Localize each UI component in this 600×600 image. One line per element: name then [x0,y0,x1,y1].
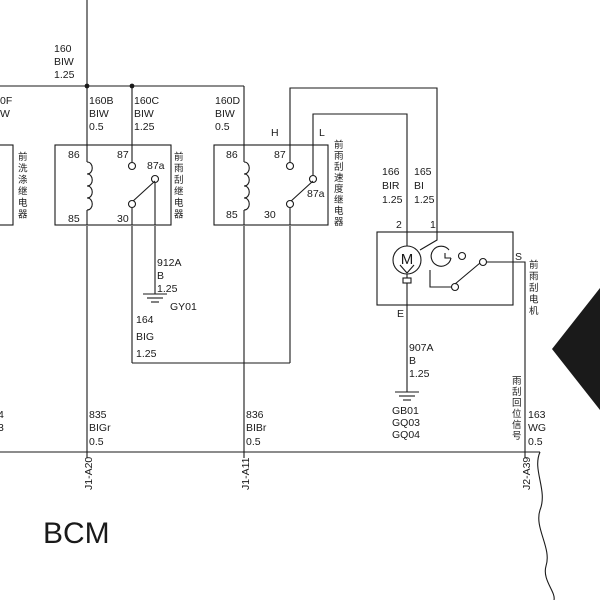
washer-relay-label: 前洗涤继电器 [18,151,28,221]
relay-coil [243,161,250,211]
ground-label: GB01 [392,405,419,417]
pin-87a: 87a [307,188,325,200]
park-switch-arm [454,262,481,285]
park-lead [429,270,452,288]
pin-l: L [319,127,325,139]
wiper-speed-relay: 86 87 87a 85 30 H L 前雨刮速度继电器 [213,127,344,228]
park-contact [478,257,488,267]
motor-pin-1: 1 [430,219,436,231]
pin-87: 87 [274,149,286,161]
pin-87a: 87a [147,160,165,172]
wiper-relay: 86 87 87a 85 30 前雨刮继电器 [54,144,184,226]
motor-pin-s: S [515,251,522,263]
park-contact [457,251,467,261]
ground-gy01: GY01 [143,293,197,313]
wire-163 [513,261,526,452]
motor-label: 前雨刮电机 [529,259,539,317]
relay-coil [86,161,93,211]
ground-gb01: GB01 GQ03 GQ04 [392,391,420,441]
wiper-relay-label: 前雨刮继电器 [174,151,184,221]
contact-87a [150,174,160,184]
ground-label: GQ03 [392,417,420,429]
pin-86: 86 [68,149,80,161]
contact-87a [308,174,318,184]
connector-j2-a39: J2-A39 [521,457,533,490]
motor-brush [402,277,412,284]
pin-30: 30 [264,209,276,221]
switch-arm [289,180,314,203]
pin-h: H [271,127,279,139]
park-cam [430,245,452,267]
speed-relay-label: 前雨刮速度继电器 [334,139,344,228]
wires [0,0,555,600]
contact-87 [127,161,137,171]
connector-labels: J1-A20 J1-A11 J2-A39 [83,452,533,490]
motor-detail [406,264,415,274]
wiper-relay-box [54,144,172,226]
wire-165 [289,87,438,232]
motor-pin-e: E [397,308,404,320]
pin-87: 87 [117,149,129,161]
bcm-label: BCM [43,517,110,550]
pin-30: 30 [117,213,129,225]
connector-j1-a11: J1-A11 [240,457,252,490]
motor-lead [419,232,438,251]
ground-label: GY01 [170,301,197,313]
park-cam [444,253,451,259]
pin-85: 85 [226,209,238,221]
pin-85: 85 [68,213,80,225]
wire-166 [312,113,408,232]
return-signal-label: 雨刮回位信号 [512,376,522,442]
contact-30 [127,199,137,209]
motor-letter: M [401,251,414,268]
switch-arm [131,180,156,203]
wiper-motor: M 2 1 S E 前雨刮电机 [376,219,539,320]
pin-86: 86 [226,149,238,161]
contact-30 [285,199,295,209]
continuation-arrow [552,288,600,410]
washer-relay-box [0,144,14,226]
contact-87 [285,161,295,171]
bcm-edge [537,451,555,600]
motor-detail [399,264,408,274]
ground-label: GQ04 [392,429,420,441]
park-contact [450,282,460,292]
motor-pin-2: 2 [396,219,402,231]
washer-relay: 前洗涤继电器 [0,144,28,226]
connector-j1-a20: J1-A20 [83,457,95,490]
